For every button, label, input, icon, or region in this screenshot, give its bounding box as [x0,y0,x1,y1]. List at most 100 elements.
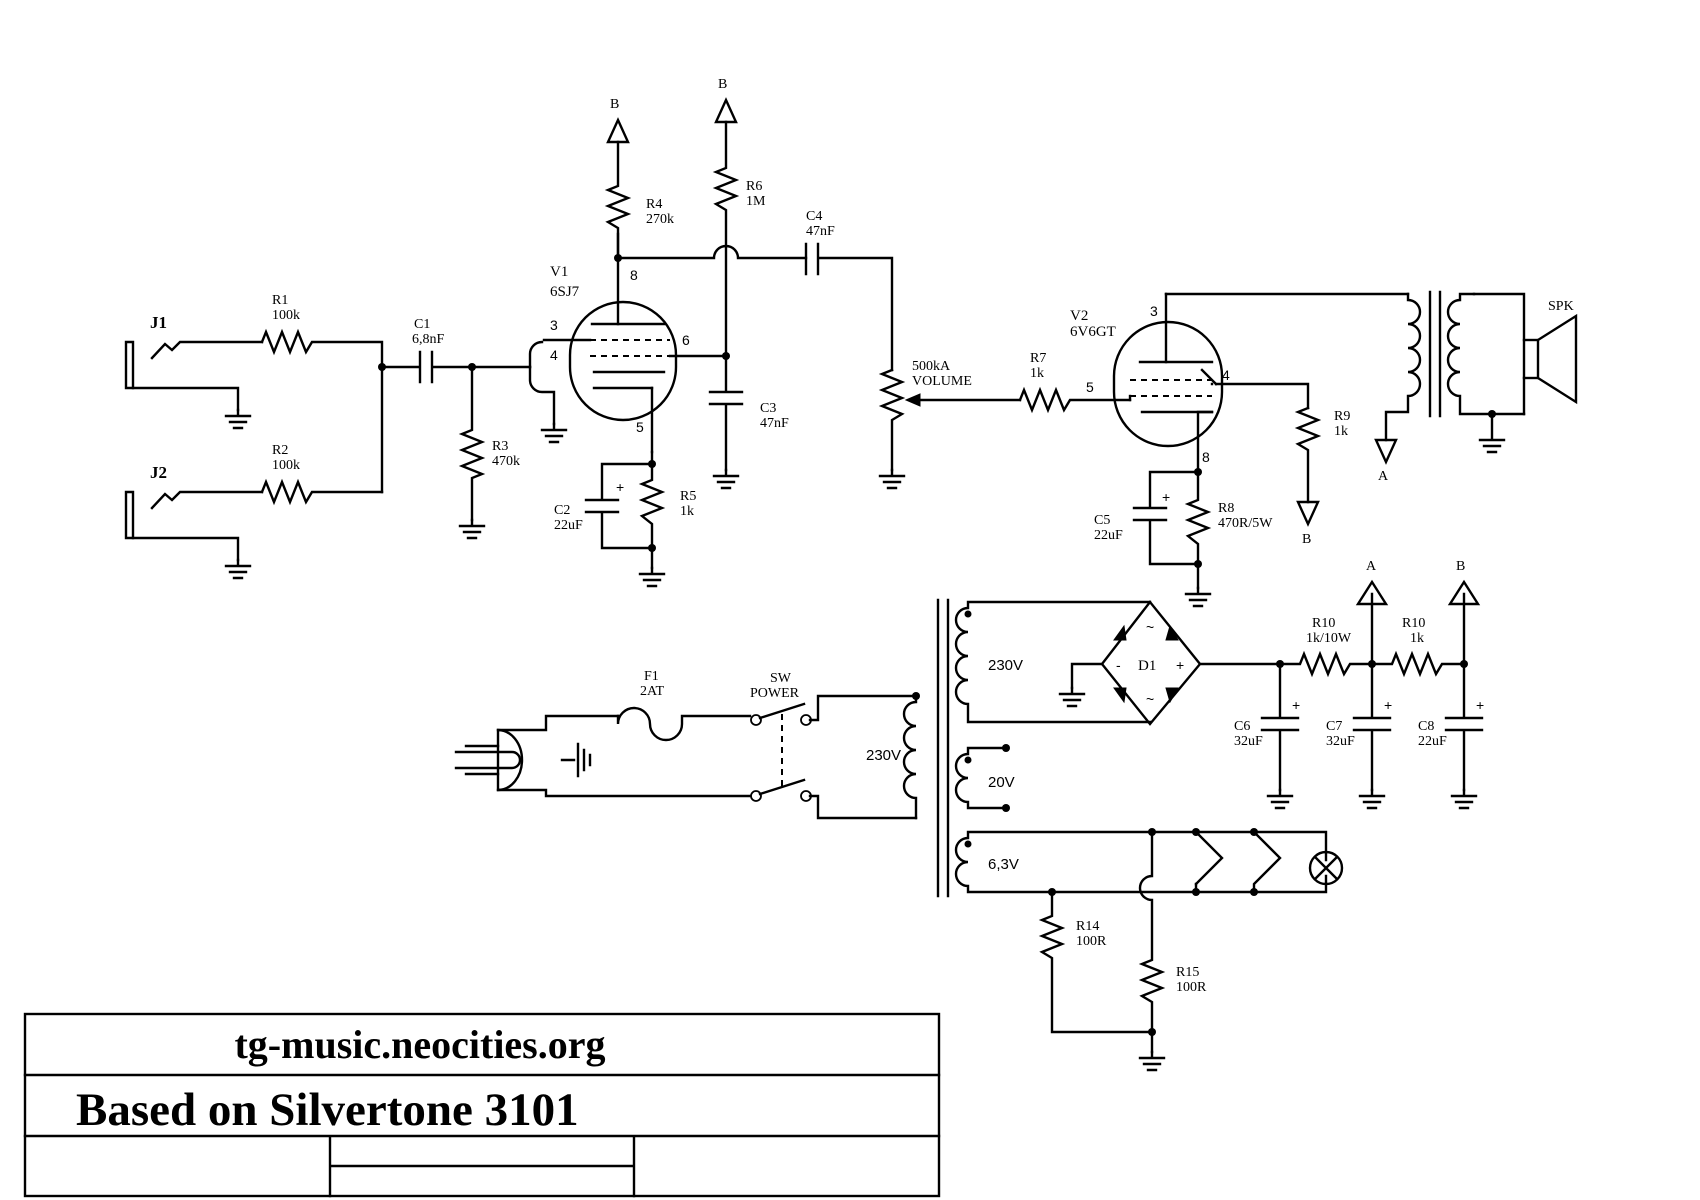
ground-symbols [224,408,1506,1072]
capacitor-c4-value: 47nF [806,224,835,239]
rectifier-ref: D1 [1138,658,1156,674]
junction-dot [1194,468,1202,476]
resistor-r9: R9 1k B [1294,406,1350,547]
rectifier-minus: - [1116,657,1121,673]
capacitor-c6-ref: C6 [1234,719,1250,734]
junction-dot [648,544,656,552]
tube-v2-6v6gt: V2 6V6GT 3 4 5 8 [1070,292,1310,474]
resistor-r7: R7 1k [1018,351,1132,414]
resistor-r8: R8 470R/5W [1184,470,1273,590]
resistor-r14-value: 100R [1076,934,1107,949]
heater-filament-v1 [1192,828,1224,896]
resistor-r4: B R4 270k [604,97,674,260]
resistor-r6-ref: R6 [746,179,762,194]
resistor-r10a-ref: R10 [1312,616,1335,631]
capacitor-c2-ref: C2 [554,503,570,518]
tube-v2-ref: V2 [1070,308,1088,324]
resistor-r5-value: 1k [680,504,694,519]
power-transformer-primary: 230V [866,692,920,820]
tube-v1-ref: V1 [550,264,568,280]
capacitor-c5: + C5 22uF [1094,470,1200,566]
resistor-r14: R14 100R [1038,888,1154,1034]
title-block-site: tg-music.neocities.org [234,1022,605,1067]
capacitor-c6: + C6 32uF [1234,662,1300,792]
output-transformer: A [1374,290,1526,484]
capacitor-c8: B + C8 22uF [1418,559,1484,792]
rectifier-plus: + [1176,657,1184,673]
tube-v2-pin-8: 8 [1202,449,1210,465]
capacitor-c6-value: 32uF [1234,734,1263,749]
resistor-r2-ref: R2 [272,443,288,458]
capacitor-c1: C1 6,8nF [380,317,532,384]
resistor-r4-value: 270k [646,212,674,227]
volume-label: VOLUME [912,374,972,389]
fuse-ref: F1 [644,669,659,684]
resistor-r3: R3 470k [458,365,520,522]
resistor-r7-ref: R7 [1030,351,1046,366]
resistor-r2-value: 100k [272,458,300,473]
tube-v1-pin-4: 4 [550,347,558,363]
capacitor-c1-ref: C1 [414,317,430,332]
resistor-r3-value: 470k [492,454,520,469]
switch-label: POWER [750,686,800,701]
capacitor-c7-polarity: + [1384,697,1392,713]
capacitor-c7-ref: C7 [1326,719,1342,734]
tube-v1-type: 6SJ7 [550,284,580,300]
resistor-r8-value: 470R/5W [1218,516,1273,531]
input-jack-j1: J1 [124,313,264,412]
tube-v1-6sj7: V1 6SJ7 3 4 8 6 5 [528,232,728,454]
resistor-r9-value: 1k [1334,424,1348,439]
capacitor-c4: C4 47nF [804,209,894,372]
tube-v2-pin-3: 3 [1150,303,1158,319]
junction-dot [1194,560,1202,568]
tube-v2-pin-5: 5 [1086,379,1094,395]
capacitor-c7-value: 32uF [1326,734,1355,749]
resistor-r7-value: 1k [1030,366,1044,381]
secondary-20v-voltage: 20V [988,774,1015,791]
input-jack-j2: J2 [124,463,264,562]
power-switch[interactable]: SW POWER [750,671,918,820]
capacitor-c8-ref: C8 [1418,719,1434,734]
tube-v2-pin-4: 4 [1222,367,1230,383]
capacitor-c5-ref: C5 [1094,513,1110,528]
resistor-r1: R1 100k [260,293,384,494]
capacitor-c8-value: 22uF [1418,734,1447,749]
pilot-lamp-icon [1308,850,1344,886]
resistor-r9-ref: R9 [1334,409,1350,424]
power-transformer-20v-secondary: 20V [954,744,1015,812]
jack-j2-label: J2 [150,463,167,482]
capacitor-c1-value: 6,8nF [412,332,445,347]
tube-v1-pin-8: 8 [630,267,638,283]
resistor-r6-value: 1M [746,194,766,209]
capacitor-c8-polarity: + [1476,697,1484,713]
hv-secondary-voltage: 230V [988,657,1023,674]
rail-b-label: B [718,77,727,92]
rail-b-label: B [1456,559,1465,574]
bridge-rectifier-d1: D1 ~ ~ - + [1070,600,1282,726]
resistor-r10b-ref: R10 [1402,616,1425,631]
resistor-r10-b: R10 1k [1370,616,1466,678]
resistor-r2: R2 100k [260,443,384,506]
resistor-r6: B R6 1M [616,77,808,358]
fuse-value: 2AT [640,684,665,699]
resistor-r8-ref: R8 [1218,501,1234,516]
resistor-r10-a: R10 1k/10W [1278,616,1374,678]
capacitor-c7: A + C7 32uF [1326,559,1392,792]
capacitor-c2-polarity: + [616,479,624,495]
resistor-r10a-value: 1k/10W [1306,631,1352,646]
speaker-spk: SPK [1472,292,1578,416]
resistor-r5: R5 1k [638,450,696,570]
power-transformer-core [936,598,950,898]
capacitor-c2: + C2 22uF [554,462,654,550]
jack-j1-label: J1 [150,313,167,332]
resistor-r5-ref: R5 [680,489,696,504]
tube-v2-type: 6V6GT [1070,324,1116,340]
primary-voltage: 230V [866,747,901,764]
resistor-r1-value: 100k [272,308,300,323]
capacitor-c6-polarity: + [1292,697,1300,713]
rail-b-label: B [610,97,619,112]
mains-plug [454,714,752,798]
title-block: tg-music.neocities.org Based on Silverto… [23,1012,941,1198]
resistor-r15-value: 100R [1176,980,1207,995]
